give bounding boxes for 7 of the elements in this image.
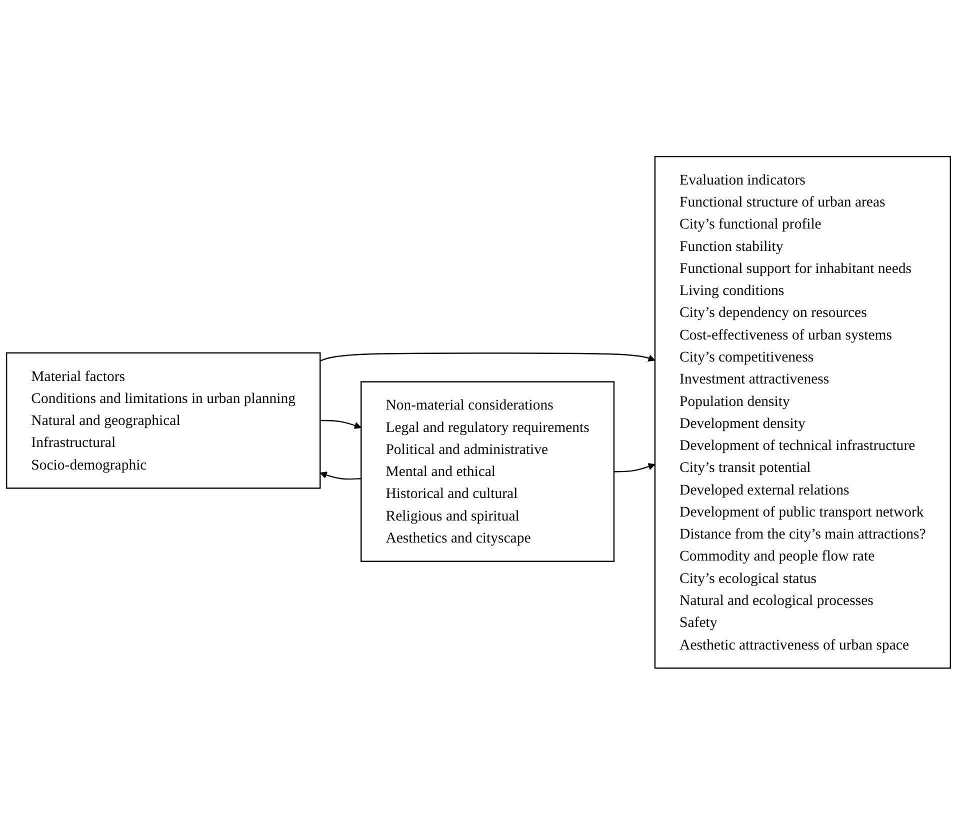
node-box: Material factors Conditions and limitations in urban planning Natural and geographical Infrastructural Socio-demographic: [6, 352, 321, 488]
arrow: [320, 420, 362, 429]
arrow: [320, 352, 656, 362]
node-box: Evaluation indicators Functional structure of urban areas City’s functional profile Function stability Functional support for inhabitant needs Living conditions City’s dependency on resources Cost-effectiveness of urban systems City’s competitiveness Investment attractiveness Population density Development density Development of technical infrastructure City’s transit potential Developed external relations Development of public transport network Distance from the city’s main attractions? Commodity and people flow rate City’s ecological status Natural and ecological processes Safety Aesthetic attractiveness of urban space: [654, 156, 952, 668]
arrow: [614, 462, 656, 472]
node-box: Non-material considerations Legal and regulatory requirements Political and administrative Mental and ethical Historical and cultural Religious and spiritual Aesthetics and cityscape: [360, 380, 615, 562]
arrow: [320, 471, 362, 480]
